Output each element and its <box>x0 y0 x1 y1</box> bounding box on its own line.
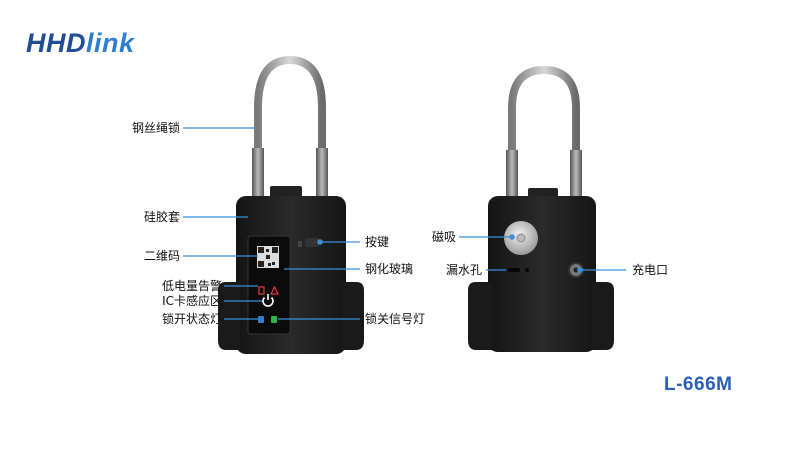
front-shackle-sleeve-right <box>316 148 328 196</box>
label-ic-card: IC卡感应区 <box>162 294 222 308</box>
label-lock-light: 锁关信号灯 <box>365 312 426 326</box>
callout-dot-button <box>317 239 323 245</box>
drain-hole-dot <box>525 268 529 272</box>
magnet-center <box>516 233 526 243</box>
brand-logo-part2: link <box>86 28 135 58</box>
label-unlock-light: 锁开状态灯 <box>161 312 222 326</box>
label-charge-port: 充电口 <box>632 263 669 277</box>
back-lock <box>468 65 614 352</box>
lock-status-icon <box>271 316 277 323</box>
back-shackle-sleeve-left <box>506 150 518 196</box>
drain-hole-graphic <box>508 268 520 272</box>
label-wire-rope: 钢丝绳锁 <box>131 121 180 135</box>
low-battery-icon <box>258 285 279 295</box>
label-drain-hole: 漏水孔 <box>445 263 482 277</box>
back-bumper-right <box>592 282 614 350</box>
callout-dot-magnet <box>509 234 515 240</box>
back-shackle-sleeve-right <box>570 150 582 196</box>
front-bumper-right <box>342 282 364 350</box>
front-button <box>305 238 319 247</box>
unlock-status-icon <box>258 316 264 323</box>
brand-logo-part1: HHD <box>26 28 86 58</box>
brand-logo: HHDlink <box>26 28 135 59</box>
label-button: 按键 <box>365 235 390 249</box>
label-qr-code: 二维码 <box>143 249 180 263</box>
back-bumper-left <box>468 282 492 350</box>
front-shackle-cable <box>254 55 326 162</box>
label-magnet: 磁吸 <box>431 230 456 244</box>
label-low-battery: 低电量告警 <box>161 279 222 293</box>
front-button-indicator <box>298 241 302 247</box>
front-bumper-left <box>218 282 240 350</box>
charge-port-center <box>573 267 579 273</box>
power-icon <box>262 294 274 307</box>
front-shackle-sleeve-left <box>252 148 264 196</box>
label-silicone-cover: 硅胶套 <box>143 210 180 224</box>
model-number: L-666M <box>664 374 733 395</box>
label-glass: 钢化玻璃 <box>365 262 414 276</box>
qr-code-graphic <box>257 246 279 268</box>
callout-lines <box>183 127 626 320</box>
callout-dot-charge-port <box>577 267 583 273</box>
back-shackle-cable <box>508 65 580 162</box>
front-lock <box>218 55 364 354</box>
